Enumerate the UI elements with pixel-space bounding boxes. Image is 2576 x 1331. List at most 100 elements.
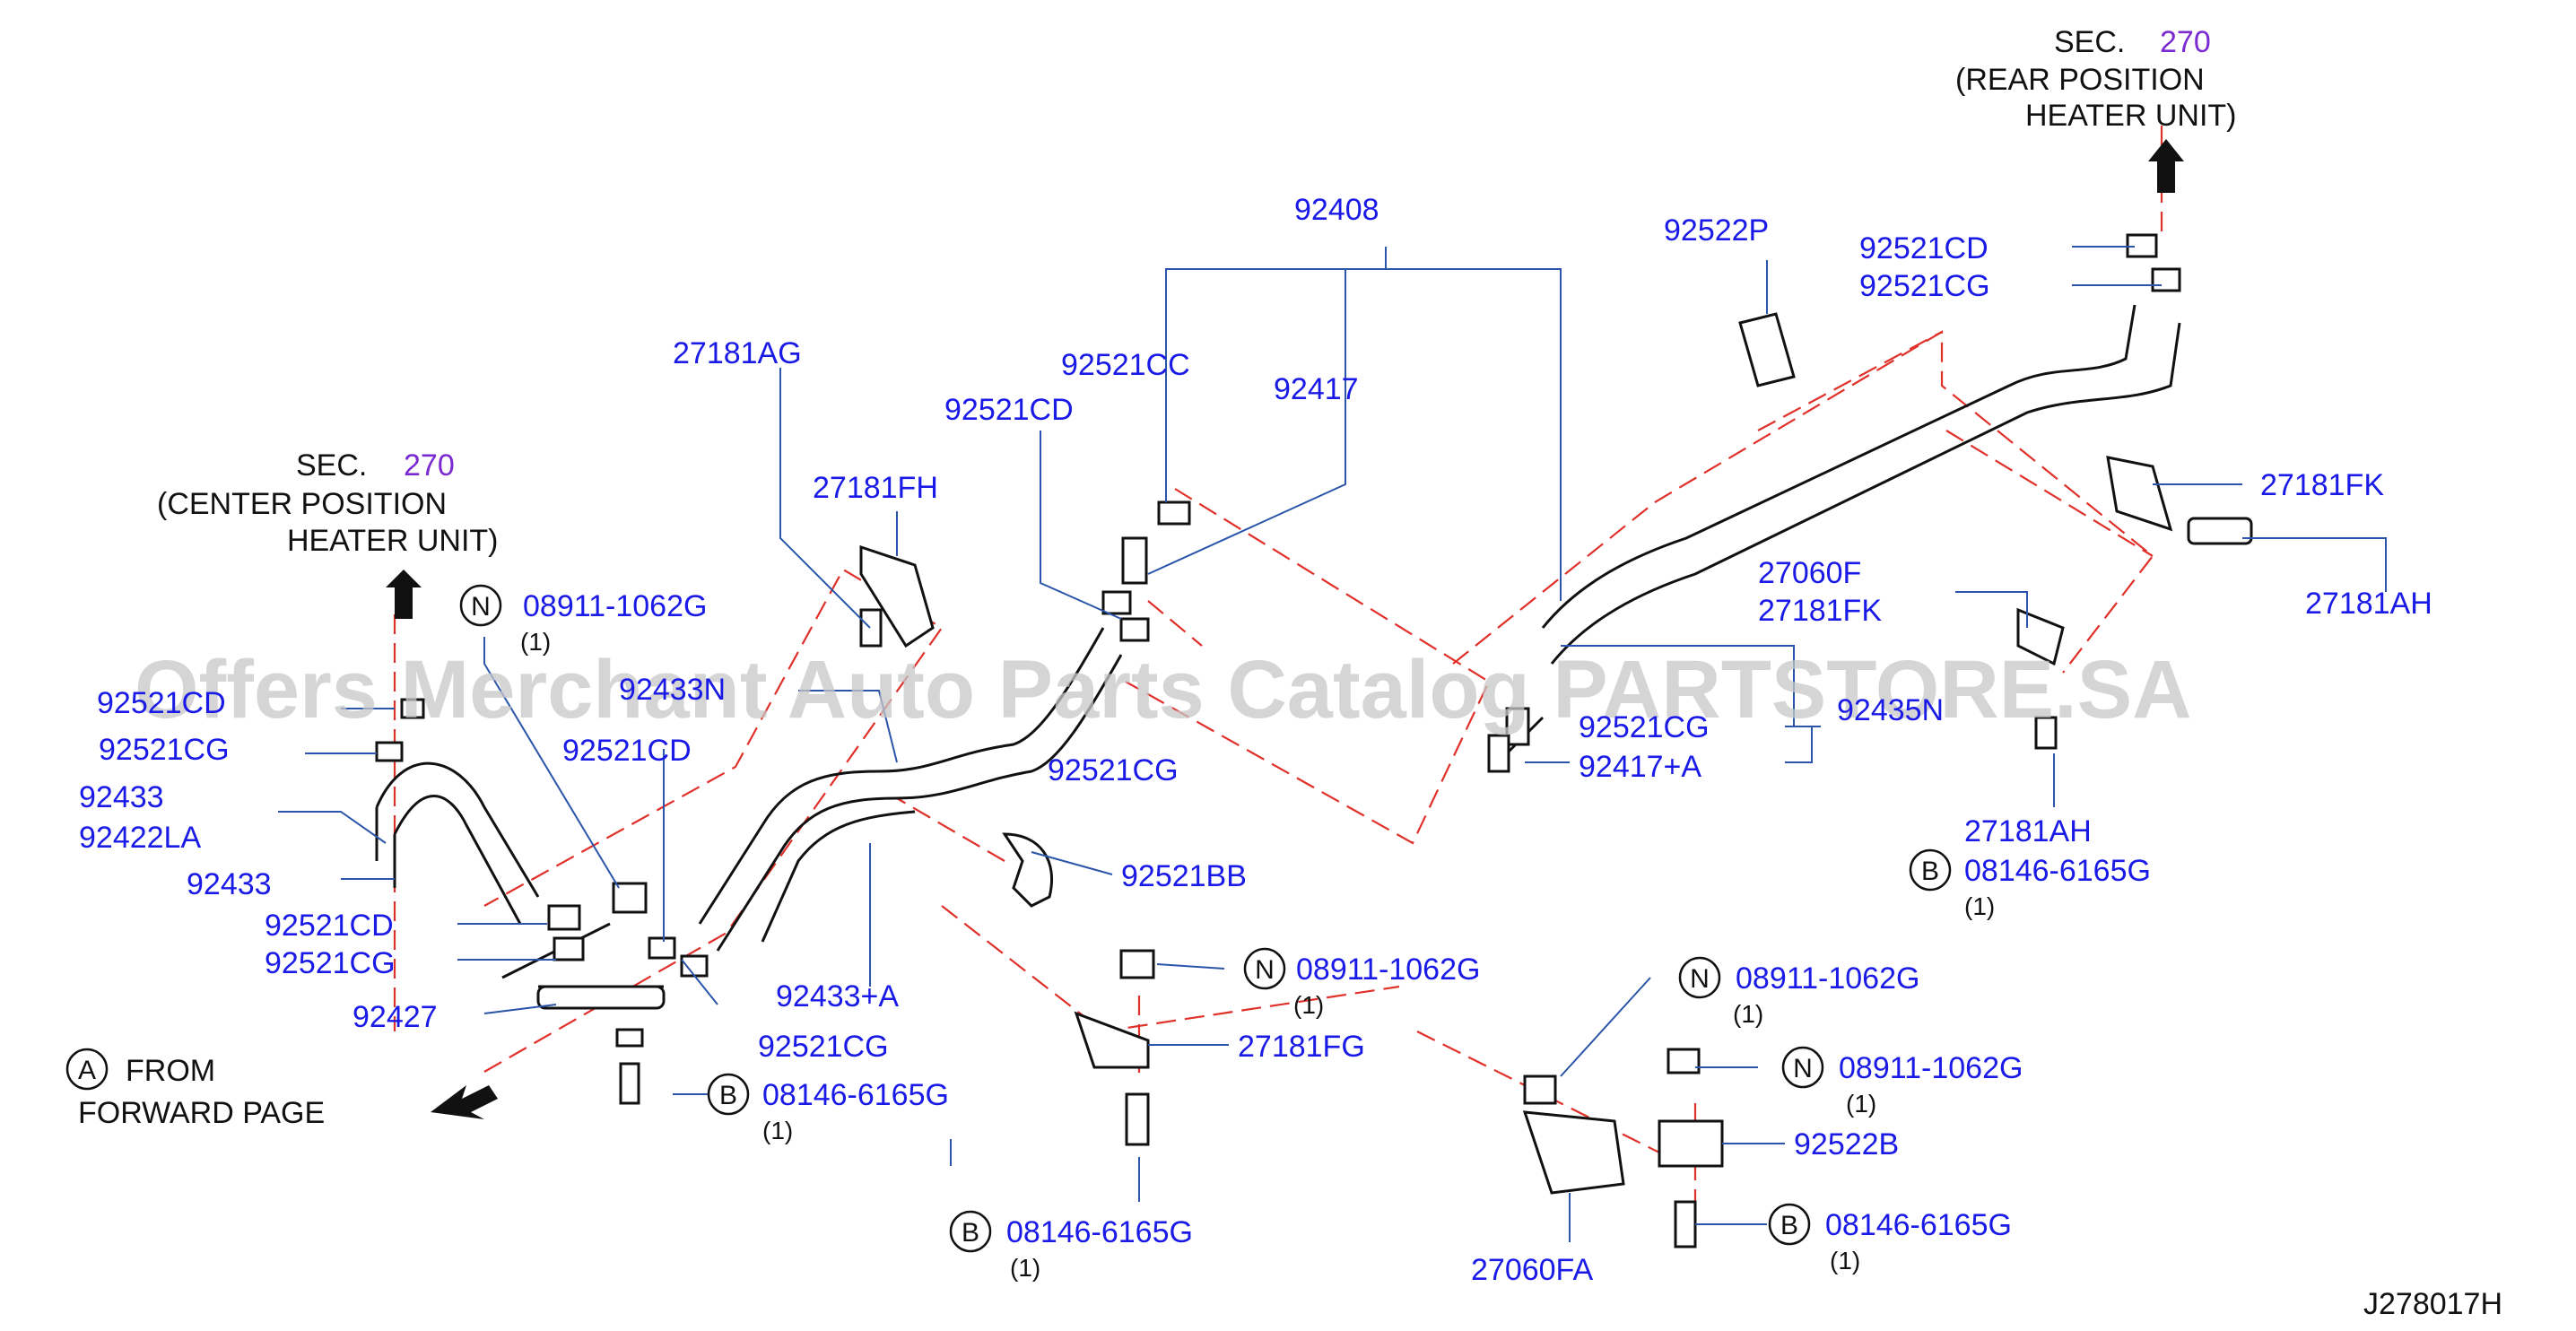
callout-letter: A bbox=[78, 1056, 96, 1085]
clamp-icon bbox=[553, 936, 585, 961]
callout-letter-circle bbox=[1243, 947, 1286, 990]
section-ref-sec-label: SEC. bbox=[296, 448, 367, 483]
part-label-92521CD[interactable]: 92521CD bbox=[1859, 231, 1989, 265]
part-label-92427[interactable]: 92427 bbox=[352, 1000, 438, 1034]
clamp-icon bbox=[680, 954, 709, 978]
arrows bbox=[386, 139, 2184, 1119]
part-label-92433-plus-A[interactable]: 92433+A bbox=[776, 979, 899, 1013]
part-label-92521BB[interactable]: 92521BB bbox=[1121, 859, 1247, 893]
callout-letter: B bbox=[962, 1218, 979, 1248]
clip-icon bbox=[1738, 312, 1796, 387]
nut-icon bbox=[1119, 949, 1155, 979]
callout-letter-circle bbox=[459, 584, 502, 627]
part-label-27181FK[interactable]: 27181FK bbox=[1758, 594, 1882, 628]
part-label-92521CD[interactable]: 92521CD bbox=[944, 393, 1074, 427]
part-label-27181AH[interactable]: 27181AH bbox=[1964, 814, 2092, 848]
part-label-92521CG[interactable]: 92521CG bbox=[265, 946, 396, 980]
section-ref-desc-line2: HEATER UNIT) bbox=[2025, 99, 2236, 133]
bracket-icon bbox=[1658, 1119, 1724, 1168]
part-label-92521CG[interactable]: 92521CG bbox=[1048, 753, 1179, 787]
clamp-icon bbox=[648, 936, 676, 960]
section-ref-center[interactable]: SEC. 270 (CENTER POSITION HEATER UNIT) bbox=[157, 448, 498, 558]
section-ref-desc-line2: HEATER UNIT) bbox=[287, 524, 498, 558]
callout-n1[interactable]: N 08911-1062G (1) bbox=[459, 584, 707, 656]
band-clamp-icon bbox=[1002, 832, 1054, 908]
part-label-27060F[interactable]: 27060F bbox=[1758, 556, 1861, 590]
callout-qty: (1) bbox=[762, 1117, 793, 1144]
callout-part[interactable]: 08911-1062G bbox=[523, 589, 707, 623]
bolt-icon bbox=[2034, 716, 2058, 750]
callout-n3[interactable]: N 08911-1062G (1) bbox=[1678, 956, 1919, 1028]
callout-b2[interactable]: B 08146-6165G (1) bbox=[949, 1210, 1193, 1282]
callout-letter: N bbox=[1690, 964, 1710, 994]
watermark-text: Offers Merchant Auto Parts Catalog PARTS… bbox=[135, 644, 2192, 735]
part-label-27060FA[interactable]: 27060FA bbox=[1471, 1253, 1593, 1287]
part-label-92521CD[interactable]: 92521CD bbox=[265, 909, 394, 943]
nut-icon bbox=[1523, 1074, 1557, 1105]
section-ref-number[interactable]: 270 bbox=[2160, 25, 2211, 59]
part-label-92433[interactable]: 92433 bbox=[187, 867, 272, 901]
leader-lines bbox=[278, 246, 2387, 1242]
part-label-92422LA[interactable]: 92422LA bbox=[79, 821, 201, 855]
callout-b1[interactable]: B 08146-6165G (1) bbox=[707, 1073, 949, 1144]
part-label-92435N[interactable]: 92435N bbox=[1837, 693, 1944, 727]
callout-forward-page-text[interactable]: FORWARD PAGE bbox=[78, 1096, 325, 1130]
callout-part[interactable]: 08911-1062G bbox=[1839, 1051, 2023, 1085]
section-ref-number[interactable]: 270 bbox=[404, 448, 455, 483]
bolt-icon bbox=[1674, 1200, 1697, 1248]
callout-letter-circle bbox=[65, 1048, 109, 1091]
part-label-27181FG[interactable]: 27181FG bbox=[1238, 1030, 1365, 1064]
callout-part[interactable]: 08146-6165G bbox=[762, 1078, 949, 1112]
callout-part[interactable]: 08146-6165G bbox=[1964, 854, 2151, 888]
part-label-27181AH[interactable]: 27181AH bbox=[2305, 587, 2432, 621]
diagram-id: J278017H bbox=[2363, 1287, 2502, 1321]
part-label-27181FH[interactable]: 27181FH bbox=[813, 471, 938, 505]
bracket-icon bbox=[1522, 1110, 1625, 1195]
callout-b4[interactable]: B 08146-6165G (1) bbox=[1768, 1203, 2012, 1274]
callout-letter-circle bbox=[1768, 1203, 1811, 1246]
bracket-icon bbox=[1074, 1011, 1150, 1069]
callout-qty: (1) bbox=[1293, 991, 1324, 1019]
arrow-up-icon bbox=[2148, 139, 2184, 193]
clamp-icon bbox=[1101, 590, 1132, 615]
part-label-92521CC[interactable]: 92521CC bbox=[1061, 348, 1190, 382]
part-label-92433[interactable]: 92433 bbox=[79, 780, 164, 814]
callout-n4[interactable]: N 08911-1062G (1) bbox=[1781, 1046, 2023, 1118]
part-label-92521CG[interactable]: 92521CG bbox=[1859, 269, 1990, 303]
part-label-27181FK[interactable]: 27181FK bbox=[2260, 468, 2384, 502]
callout-n2[interactable]: N 08911-1062G (1) bbox=[1243, 947, 1480, 1019]
callout-letter: N bbox=[1255, 955, 1275, 985]
clamp-icon bbox=[1157, 500, 1191, 526]
part-label-92521CG[interactable]: 92521CG bbox=[1579, 710, 1710, 744]
part-label-92521CG[interactable]: 92521CG bbox=[99, 733, 230, 767]
section-ref-rear[interactable]: SEC. 270 (REAR POSITION HEATER UNIT) bbox=[1955, 25, 2236, 133]
part-label-92521CD[interactable]: 92521CD bbox=[562, 734, 692, 768]
callout-part[interactable]: 08146-6165G bbox=[1825, 1208, 2012, 1242]
callout-letter-circle bbox=[1909, 848, 1952, 892]
part-label-92522B[interactable]: 92522B bbox=[1794, 1127, 1899, 1161]
callout-b3[interactable]: B 08146-6165G (1) bbox=[1909, 848, 2151, 920]
part-label-92417[interactable]: 92417 bbox=[1274, 372, 1359, 406]
nut-icon bbox=[1667, 1048, 1701, 1074]
part-label-92521CG[interactable]: 92521CG bbox=[758, 1030, 889, 1064]
part-label-92522P[interactable]: 92522P bbox=[1664, 213, 1769, 248]
callout-part[interactable]: 08911-1062G bbox=[1736, 961, 1919, 996]
callout-part[interactable]: 08911-1062G bbox=[1296, 953, 1480, 987]
part-label-92433N[interactable]: 92433N bbox=[619, 673, 726, 707]
callout-qty: (1) bbox=[1846, 1090, 1876, 1118]
clip-icon bbox=[2016, 607, 2065, 666]
callout-letter: B bbox=[719, 1081, 737, 1110]
bracket-icon bbox=[2106, 456, 2173, 532]
clamp-icon bbox=[547, 904, 581, 931]
part-label-27181AG[interactable]: 27181AG bbox=[673, 336, 802, 370]
callout-part[interactable]: 08146-6165G bbox=[1006, 1215, 1193, 1249]
part-label-92417-plus-A[interactable]: 92417+A bbox=[1579, 750, 1701, 784]
callout-a1[interactable]: A FROM FORWARD PAGE bbox=[65, 1048, 325, 1130]
clamp-icon bbox=[400, 698, 425, 719]
part-label-92521CD[interactable]: 92521CD bbox=[97, 686, 226, 720]
callout-letter-circle bbox=[1678, 956, 1721, 999]
arrow-up-icon bbox=[386, 570, 422, 619]
part-label-92408[interactable]: 92408 bbox=[1294, 193, 1379, 227]
washer-icon bbox=[615, 1028, 644, 1048]
